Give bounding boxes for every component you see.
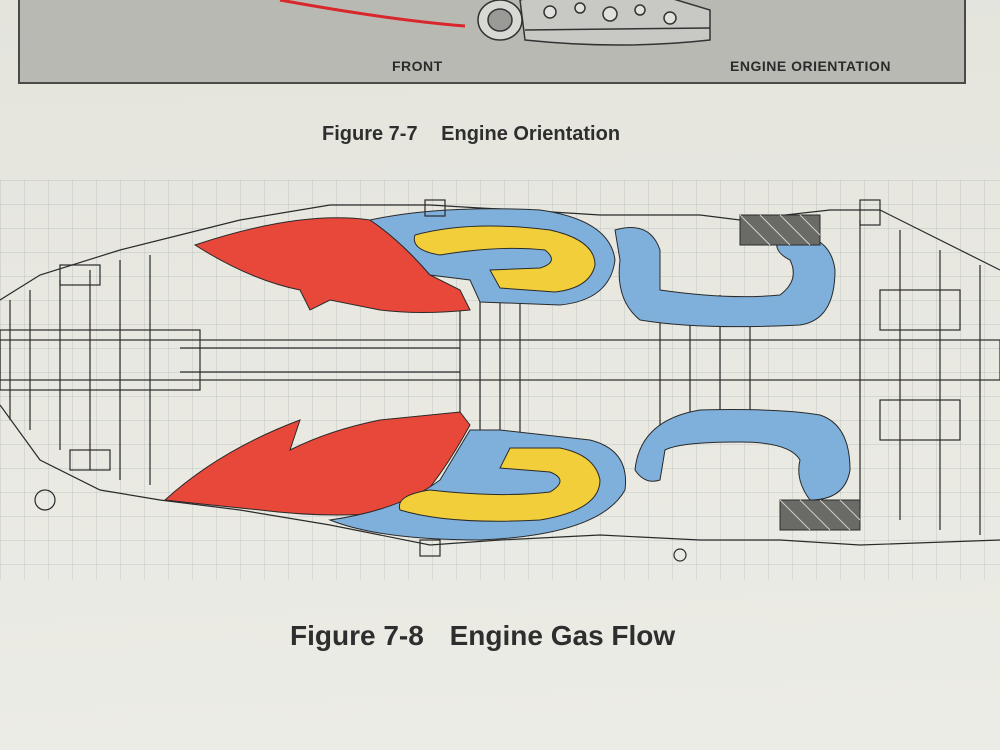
figure-7-7-caption: Figure 7-7 Engine Orientation — [322, 123, 620, 146]
compressor-air-upper — [193, 217, 471, 313]
front-shaft-housing — [0, 329, 201, 391]
figure-7-7-number: Figure 7-7 — [322, 123, 418, 145]
lower-casing-outline — [0, 404, 1000, 546]
mount-lug — [34, 489, 56, 511]
right-upper-fitting — [859, 199, 881, 226]
accessory-housing-2 — [879, 399, 961, 441]
turbine-stages — [659, 295, 751, 435]
exhaust-stack-lower — [779, 499, 861, 531]
fuel-fitting-upper — [424, 199, 446, 217]
engine-orientation-figure — [18, 0, 966, 84]
figure-7-8-title: Engine Gas Flow — [449, 620, 676, 651]
combustion-lower — [398, 447, 601, 522]
engine-orientation-label: ENGINE ORIENTATION — [730, 58, 891, 74]
gearbox-boss-1 — [59, 264, 101, 286]
drain-fitting — [673, 548, 687, 562]
engine-photo — [477, 0, 711, 46]
accessory-housing-1 — [879, 289, 961, 331]
figure-7-8-caption: Figure 7-8 Engine Gas Flow — [290, 620, 675, 652]
compressor-stages — [459, 280, 521, 440]
engine-gas-flow-diagram — [0, 199, 1000, 562]
front-label: FRONT — [392, 58, 443, 74]
fuel-fitting-lower — [419, 539, 441, 557]
compressor-air-lower — [163, 411, 471, 516]
gearbox-boss-2 — [69, 449, 111, 471]
figure-7-7-title: Engine Orientation — [441, 123, 621, 145]
exhaust-gas-lower — [634, 409, 851, 501]
engine-orientation-illustration — [279, 0, 711, 46]
figure-7-8-number: Figure 7-8 — [290, 620, 424, 651]
orientation-arrow-line — [279, 0, 466, 28]
exhaust-stack-upper — [739, 214, 821, 246]
upper-casing-outline — [0, 204, 1000, 301]
combustion-upper — [413, 225, 596, 293]
accessory-gearbox — [859, 220, 981, 535]
reduction-gearbox — [9, 255, 151, 485]
